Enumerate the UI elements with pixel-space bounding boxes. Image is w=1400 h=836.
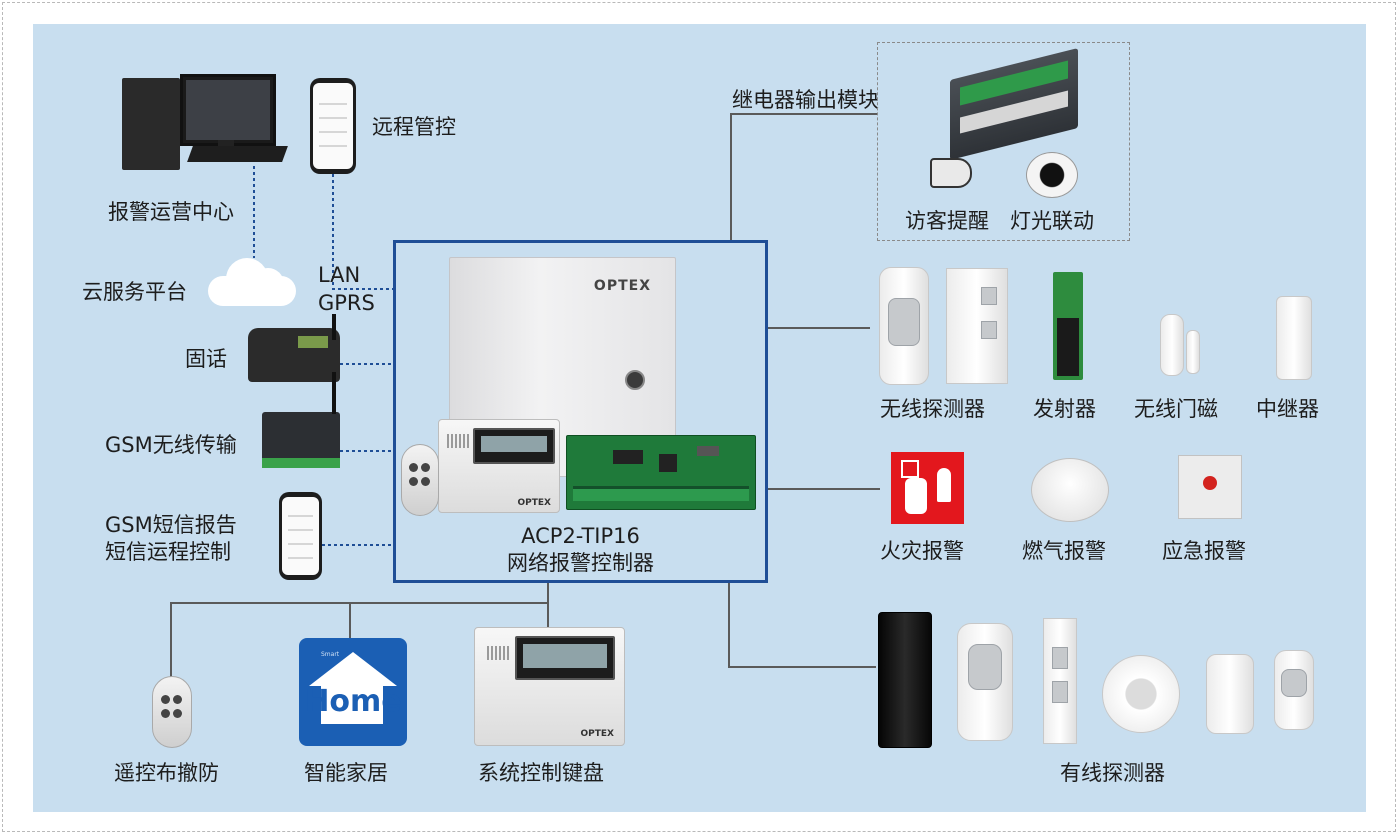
landline-label: 固话 [185,347,227,371]
wired-ceiling-detector[interactable] [1102,655,1180,733]
wired-outdoor-detector[interactable] [957,623,1013,741]
gsm-wireless-label: GSM无线传输 [105,433,237,457]
wired-detector-label: 有线探测器 [1060,761,1165,785]
repeater-label: 中继器 [1256,397,1319,421]
monitor-icon [180,74,276,146]
wired-curtain-detector[interactable] [1043,618,1077,744]
controller-model-label: ACP2-TIP16 [521,524,640,548]
link-remote-lan [332,174,393,290]
wireless-door-contact[interactable] [1160,314,1184,376]
optex-logo: OPTEX [593,278,651,294]
fire-alarm-label: 火灾报警 [880,539,964,563]
visitor-reminder-label: 访客提醒 [905,209,989,233]
wireless-door-label: 无线门磁 [1134,397,1218,421]
relay-module-label: 继电器输出模块 [732,88,879,112]
desk-phone-icon [248,314,340,382]
link-relay-module [730,113,877,240]
optex-logo: OPTEX [580,729,614,739]
remote-fob[interactable] [152,676,192,748]
sms-remote-control-label: 短信运程控制 [105,540,231,564]
downlight-icon [1026,152,1078,198]
system-keypad[interactable]: OPTEX [474,627,625,746]
smartphone-icon [310,78,356,174]
sms-phone-icon [279,492,322,580]
lcd-screen [473,428,555,464]
lock-icon [625,370,645,390]
wired-wall-detector[interactable] [1206,654,1254,734]
smart-home-label: 智能家居 [304,761,388,785]
cloud-platform-label: 云服务平台 [82,280,187,304]
wireless-detector-label: 无线探测器 [880,397,985,421]
remote-arm-label: 遥控布撤防 [114,761,219,785]
relay-module-frame [877,42,1130,241]
wireless-door-contact-magnet[interactable] [1186,330,1200,374]
gprs-label: GPRS [318,291,375,315]
wireless-pir-detector[interactable] [879,267,929,385]
alarm-center-label: 报警运营中心 [108,200,234,224]
fire-alarm-sign-icon[interactable] [891,452,964,524]
optex-logo: OPTEX [517,498,551,508]
link-wired-group [728,583,876,668]
controller-frame [393,240,768,583]
gas-detector[interactable] [1031,458,1109,522]
remote-control-label: 远程管控 [372,115,456,139]
keypad-label: 系统控制键盘 [478,761,604,785]
controller-name-label: 网络报警控制器 [507,551,654,575]
controller-keypad[interactable]: OPTEX [438,419,560,513]
transmitter-label: 发射器 [1033,397,1096,421]
emergency-alarm-label: 应急报警 [1162,539,1246,563]
transmitter-module[interactable] [1053,272,1083,380]
gsm-module-icon [262,372,340,468]
circuit-board[interactable] [566,435,756,510]
controller-remote-fob[interactable] [401,444,439,516]
emergency-button[interactable] [1178,455,1242,519]
light-linkage-label: 灯光联动 [1010,209,1094,233]
wired-compact-detector[interactable] [1274,650,1314,730]
gas-alarm-label: 燃气报警 [1022,539,1106,563]
home-word: Home [304,684,402,719]
speaker-grill [487,646,509,660]
speaker-grill [447,434,469,448]
cloud-icon [208,256,296,306]
keyboard-icon [187,146,288,162]
siren-icon [930,158,972,188]
smart-home-app-icon[interactable]: Smart Home [299,638,407,746]
computer-tower-icon [122,78,180,170]
gsm-sms-report-label: GSM短信报告 [105,513,237,537]
lcd-screen [515,636,615,680]
wireless-curtain-detector[interactable] [946,268,1008,384]
link-bottom-bus [170,583,549,680]
repeater-device[interactable] [1276,296,1312,380]
lan-label: LAN [318,263,361,287]
monitor-stand [218,140,234,150]
wired-beam-detector[interactable] [878,612,932,748]
